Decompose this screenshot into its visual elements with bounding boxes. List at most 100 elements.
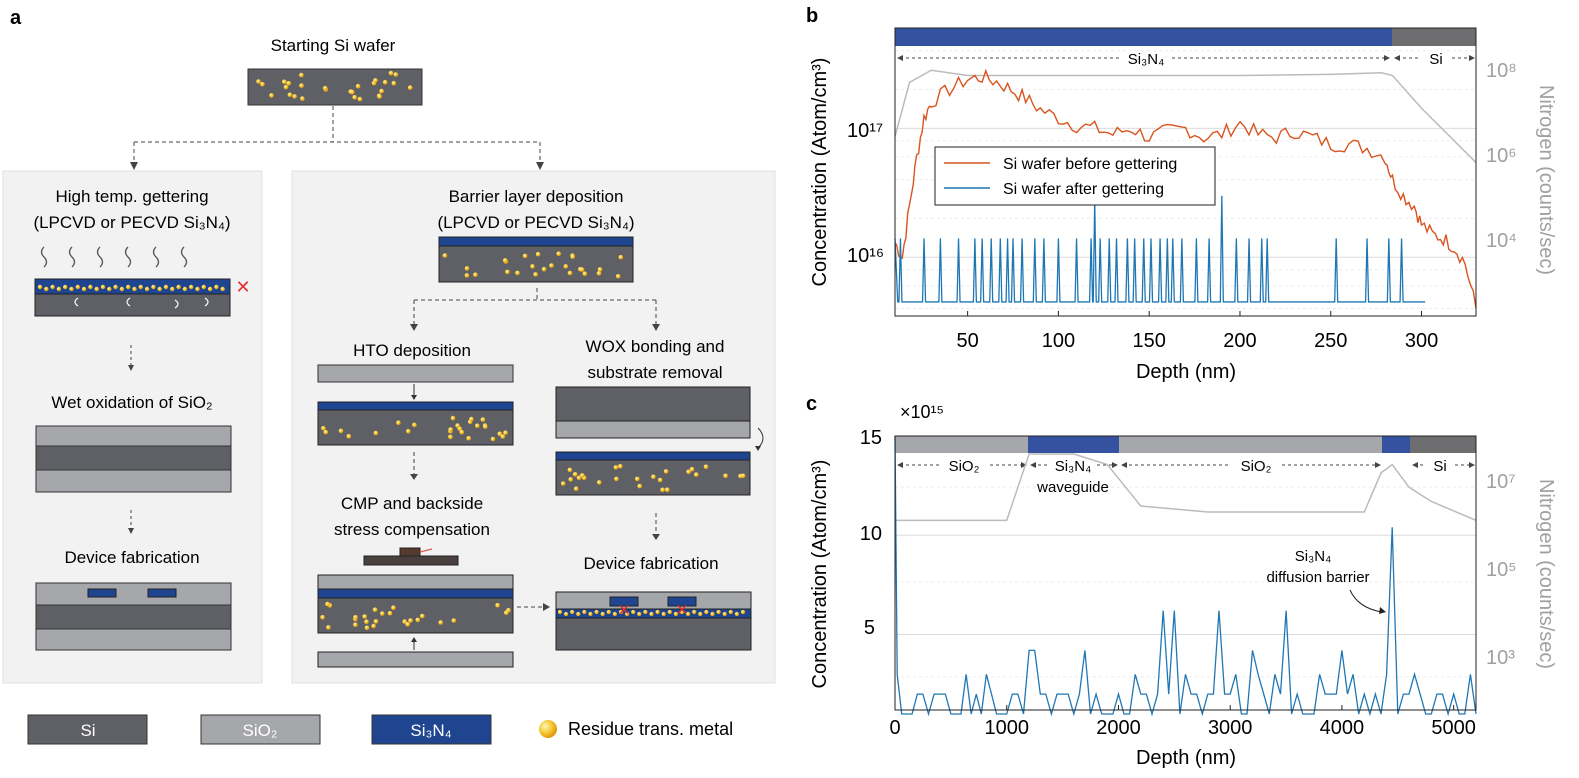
- device-right-oxide: [555, 591, 752, 610]
- metal-dot: [325, 601, 330, 607]
- metal-dot: [643, 609, 648, 615]
- hto-si3n4: [317, 401, 514, 411]
- legend-si3n4-label: Si₃N₄: [410, 721, 451, 740]
- metal-dot: [377, 94, 382, 99]
- metal-dot: [588, 611, 593, 617]
- panel-c-barrier-arrowhead: [1379, 607, 1386, 614]
- metal-dot: [541, 266, 547, 272]
- metal-dot: [448, 427, 453, 432]
- metal-dot: [549, 263, 554, 268]
- panel-c-ytick-5: 5: [864, 617, 875, 639]
- metal-dot: [515, 270, 520, 276]
- metal-dot: [402, 619, 408, 624]
- wox-metal-dots: [560, 464, 746, 493]
- cmp-label-2: stress compensation: [334, 520, 490, 539]
- panel-c-si3n4-label: Si₃N₄: [1055, 458, 1091, 475]
- metal-dot: [299, 72, 304, 78]
- panel-c-ytick-10: 10: [860, 523, 882, 545]
- metal-dot: [734, 611, 740, 617]
- metal-dot: [352, 95, 358, 100]
- heat-wave-icons: [40, 246, 188, 268]
- xtick-label: 150: [1133, 330, 1166, 352]
- xtick-label: 5000: [1431, 717, 1476, 739]
- xtick-label: 2000: [1096, 717, 1141, 739]
- metal-dot: [686, 611, 691, 617]
- panel-c-ytick-right-1e7: 10⁷: [1486, 471, 1515, 493]
- metal-dot: [407, 85, 413, 90]
- panel-b-si-label: Si: [1429, 51, 1442, 68]
- metal-dot: [704, 609, 709, 615]
- metal-dot: [615, 274, 621, 279]
- metal-dot: [182, 286, 188, 292]
- legend-after-label: Si wafer after gettering: [1003, 181, 1164, 198]
- metal-dot: [373, 78, 378, 83]
- metal-dot: [504, 610, 509, 615]
- metal-dot: [299, 83, 304, 88]
- metal-dot: [415, 617, 421, 623]
- metal-dot: [451, 618, 457, 623]
- cmp-metal-dots: [320, 601, 511, 631]
- metal-dot: [396, 420, 401, 426]
- metal-dot: [408, 618, 413, 623]
- blocked-x-icon-2: ✕: [676, 602, 689, 619]
- metal-dot: [282, 79, 287, 85]
- metal-dot: [69, 286, 74, 292]
- metal-dot: [618, 254, 624, 260]
- metal-dot: [326, 625, 331, 630]
- panel-c-sio2-label-2: SiO₂: [1241, 458, 1272, 475]
- metal-dot: [637, 611, 642, 617]
- metal-dot: [323, 429, 329, 435]
- device-fab-left-label: Device fabrication: [64, 548, 199, 567]
- metal-dot: [576, 475, 582, 481]
- metal-dot: [195, 286, 200, 292]
- panel-c-axes-box: [894, 435, 1477, 711]
- metal-dot: [579, 267, 585, 272]
- barrier-metal-dots: [442, 251, 624, 279]
- metal-dot: [716, 609, 721, 615]
- cmp-head: [399, 547, 421, 557]
- metal-dot: [568, 477, 573, 482]
- removal-x-icon: ✕: [235, 277, 250, 297]
- panel-c-sio2-label-1: SiO₂: [949, 458, 980, 475]
- metal-dot: [353, 622, 358, 627]
- metal-dot: [723, 473, 728, 479]
- panel-b-xlabel: Depth (nm): [1136, 361, 1236, 383]
- panel-c-si3n4-bar-1: [1028, 436, 1119, 453]
- panel-c-waveguide-label: waveguide: [1036, 479, 1109, 496]
- gettered-metal-dots: [37, 284, 225, 292]
- metal-dot: [373, 619, 379, 624]
- cmp-backside-arrowhead: [411, 637, 417, 642]
- panel-b-series: [894, 68, 1477, 309]
- wox-label-1: WOX bonding and: [586, 337, 725, 356]
- metal-dot: [119, 286, 125, 292]
- metal-dot: [655, 609, 660, 615]
- metal-dot: [475, 423, 480, 429]
- after-gettering-line: [894, 195, 1426, 303]
- device-left-waveguide-2: [147, 588, 177, 598]
- start-label: Starting Si wafer: [271, 36, 396, 55]
- metal-dot: [573, 486, 579, 492]
- metal-dot: [497, 431, 503, 437]
- metal-dot: [557, 609, 563, 615]
- device-metal-dots: [557, 609, 746, 617]
- metal-dot: [614, 476, 619, 482]
- metal-dot: [362, 614, 368, 619]
- metal-dot: [448, 434, 453, 440]
- metal-dot: [364, 619, 369, 624]
- legend-si-swatch: [27, 714, 148, 745]
- metal-dot: [393, 72, 399, 77]
- metal-dot: [651, 474, 656, 480]
- panel-b-si-bar: [1392, 28, 1476, 46]
- legend-sio2-swatch: [200, 714, 321, 745]
- panel-c-ylabel: Concentration (Atom/cm³): [809, 460, 831, 689]
- metal-dot: [113, 284, 118, 290]
- metal-dot: [606, 609, 611, 615]
- metal-dot: [618, 464, 623, 469]
- legend-sio2-label: SiO₂: [243, 721, 278, 740]
- metal-dot: [372, 607, 378, 612]
- metal-dot: [170, 286, 175, 292]
- wet-oxidation-label: Wet oxidation of SiO₂: [51, 393, 212, 412]
- legend-metal-icon: [539, 720, 557, 738]
